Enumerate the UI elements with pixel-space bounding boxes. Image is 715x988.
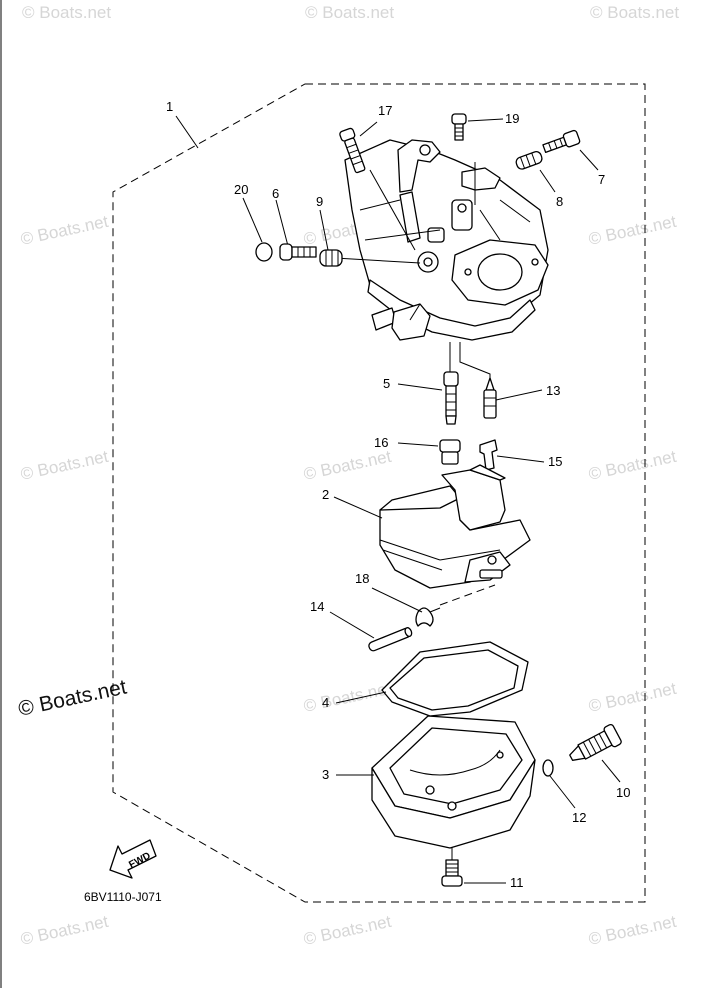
callout-11: 11 <box>510 875 524 890</box>
part-2-float <box>379 464 531 589</box>
callout-20: 20 <box>234 182 248 197</box>
leader-line <box>333 496 383 519</box>
watermark: © Boats.net <box>302 679 393 716</box>
callout-4: 4 <box>322 695 329 710</box>
leader-line <box>397 383 443 391</box>
part-20-plug <box>255 242 273 262</box>
callouts: 1 2 3 4 5 6 7 8 9 10 11 12 13 14 15 16 1… <box>166 99 630 890</box>
part-18-clip <box>415 607 441 627</box>
leader-line <box>397 442 439 447</box>
part-16-jet <box>439 439 461 465</box>
leader-line <box>329 611 375 639</box>
leader-line <box>439 584 496 606</box>
part-6-screw <box>279 243 317 261</box>
callout-6: 6 <box>272 186 279 201</box>
callout-19: 19 <box>505 111 519 126</box>
callout-1: 1 <box>166 99 173 114</box>
part-13-needle <box>483 377 497 419</box>
callout-12: 12 <box>572 810 586 825</box>
callout-9: 9 <box>316 194 323 209</box>
watermark-prominent: © Boats.net <box>16 675 129 720</box>
callout-3: 3 <box>322 767 329 782</box>
leader-lines <box>175 115 599 264</box>
diagram-code: 6BV1110-J071 <box>84 890 162 904</box>
watermark: © Boats.net <box>19 212 110 249</box>
assembly-boundary <box>112 83 646 903</box>
part-12-oring <box>542 759 554 777</box>
part-15-clip <box>479 439 498 471</box>
watermark: © Boats.net <box>19 447 110 484</box>
watermark: © Boats.net <box>22 3 111 22</box>
part-3-bowl <box>371 715 536 849</box>
callout-7: 7 <box>598 172 605 187</box>
part-11-screw <box>441 859 463 887</box>
carburetor-body <box>344 139 549 341</box>
leader-line <box>495 389 543 401</box>
watermark: © Boats.net <box>302 912 393 949</box>
leader-line <box>371 587 423 613</box>
part-14-pin <box>368 627 413 652</box>
leader-line <box>335 691 387 704</box>
callout-10: 10 <box>616 785 630 800</box>
callout-15: 15 <box>548 454 562 469</box>
callout-17: 17 <box>378 103 392 118</box>
leader-line <box>459 342 491 382</box>
watermark: © Boats.net <box>587 679 678 716</box>
leader-line <box>549 775 576 809</box>
part-4-gasket <box>381 641 529 717</box>
watermark: © Boats.net <box>587 447 678 484</box>
callout-16: 16 <box>374 435 388 450</box>
part-5-nozzle <box>443 371 459 425</box>
callout-13: 13 <box>546 383 560 398</box>
callout-5: 5 <box>383 376 390 391</box>
watermark: © Boats.net <box>587 212 678 249</box>
fwd-arrow-icon: FWD <box>109 839 157 879</box>
part-17-jet <box>339 127 366 174</box>
callout-8: 8 <box>556 194 563 209</box>
watermark: © Boats.net <box>587 912 678 949</box>
watermark: © Boats.net <box>302 447 393 484</box>
part-19-screw <box>451 113 467 141</box>
part-7-screw <box>542 129 581 154</box>
leader-line <box>601 759 621 783</box>
callout-18: 18 <box>355 571 369 586</box>
part-10-screw <box>569 723 622 761</box>
callout-14: 14 <box>310 599 324 614</box>
part-8-spring <box>515 151 543 170</box>
callout-2: 2 <box>322 487 329 502</box>
part-9-spring <box>319 249 343 267</box>
watermark: © Boats.net <box>305 3 394 22</box>
watermark: © Boats.net <box>19 912 110 949</box>
watermark: © Boats.net <box>590 3 679 22</box>
leader-line <box>496 455 545 463</box>
